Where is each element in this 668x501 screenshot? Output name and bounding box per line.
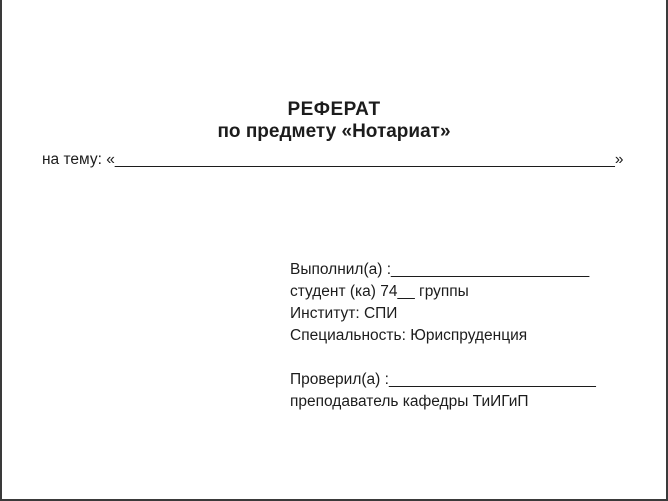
theme-line: на тему: «______________________________… — [2, 149, 666, 171]
document-title: РЕФЕРАТ — [287, 99, 381, 120]
student-line: студент (ка) 74__ группы — [290, 283, 469, 300]
details-block: Выполнил(а) :_______________________ сту… — [290, 259, 666, 413]
performer-group: Выполнил(а) :_______________________ сту… — [290, 259, 666, 347]
reviewer-line: Проверил(а) :________________________ — [290, 369, 666, 391]
reviewer-blank-underline: ________________________ — [388, 371, 596, 388]
institute-line: Институт: СПИ — [290, 305, 398, 322]
performer-blank-underline: _______________________ — [391, 261, 590, 278]
theme-close-quote: » — [614, 151, 624, 168]
specialty-line: Специальность: Юриспруденция — [290, 327, 528, 344]
document-subtitle: по предмету «Нотариат» — [217, 121, 451, 142]
theme-label: на тему: « — [42, 151, 115, 168]
document-header: РЕФЕРАТ по предмету «Нотариат» — [2, 0, 666, 143]
performer-label: Выполнил(а) : — [290, 261, 392, 278]
theme-blank-underline: ________________________________________… — [114, 151, 615, 168]
performer-line: Выполнил(а) :_______________________ — [290, 259, 666, 281]
teacher-line: преподаватель кафедры ТиИГиП — [290, 393, 529, 410]
reviewer-group: Проверил(а) :________________________ пр… — [290, 369, 666, 413]
reviewer-label: Проверил(а) : — [290, 371, 389, 388]
